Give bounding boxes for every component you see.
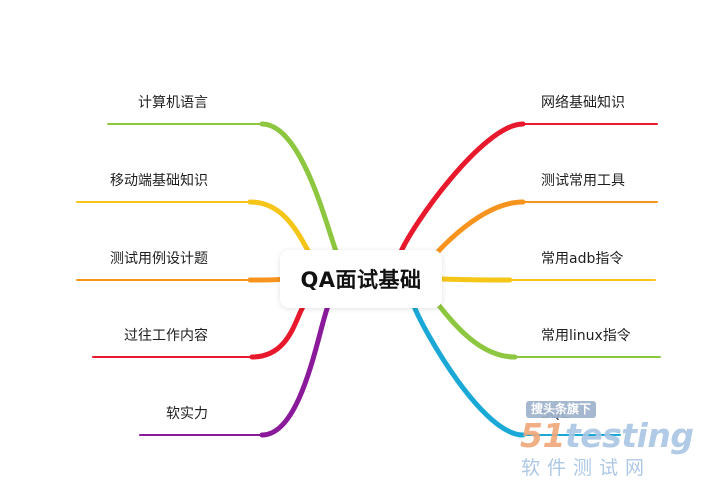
branch-curve-right-1	[397, 121, 526, 257]
central-topic-node[interactable]: QA面试基础	[280, 250, 442, 308]
branch-curve-left-4	[249, 299, 309, 360]
branch-curve-right-3	[439, 276, 513, 283]
branch-curve-right-2	[429, 199, 526, 261]
watermark-logo-word: testing	[564, 416, 694, 455]
watermark-logo-number: 51	[520, 416, 565, 455]
watermark-tag: 搜头条旗下	[526, 401, 597, 418]
branch-label-right-3[interactable]: 常用adb指令	[541, 251, 624, 267]
branch-curve-left-1	[259, 121, 340, 257]
branch-label-left-1[interactable]: 计算机语言	[138, 95, 208, 111]
branch-curve-right-5	[411, 303, 526, 438]
branch-label-right-2[interactable]: 测试常用工具	[541, 173, 625, 189]
branch-curve-right-4	[433, 299, 518, 360]
branch-label-left-5[interactable]: 软实力	[166, 406, 208, 422]
branch-label-left-2[interactable]: 移动端基础知识	[110, 173, 208, 189]
branch-label-right-1[interactable]: 网络基础知识	[541, 95, 625, 111]
branch-label-left-3[interactable]: 测试用例设计题	[110, 251, 208, 267]
watermark-subtitle: 软件测试网	[521, 457, 652, 479]
branch-curve-left-5	[259, 303, 331, 438]
branch-label-left-4[interactable]: 过往工作内容	[124, 328, 208, 344]
central-topic-label: QA面试基础	[300, 268, 422, 292]
branch-label-right-4[interactable]: 常用linux指令	[541, 328, 631, 344]
watermark-logo: 51testing	[520, 416, 694, 456]
